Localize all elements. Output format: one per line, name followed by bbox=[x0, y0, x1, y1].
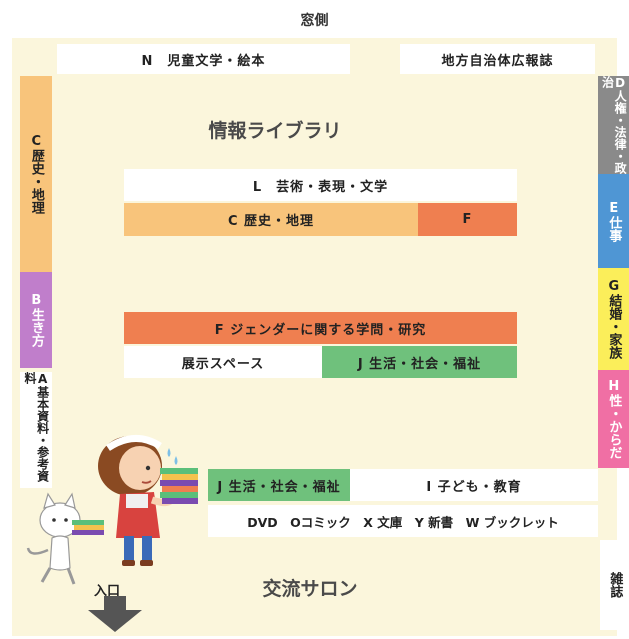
shelf-local-gov-bulletins[interactable]: 地方自治体広報誌 bbox=[400, 44, 595, 74]
book-stack-icon bbox=[160, 468, 198, 504]
shelf-history-geography-center[interactable]: C 歴史・地理 bbox=[124, 203, 418, 236]
cat-illustration bbox=[26, 492, 104, 585]
shelf-life-society-welfare-bottom[interactable]: J 生活・社会・福祉 bbox=[208, 469, 350, 501]
entrance-label: 入口 bbox=[94, 584, 121, 599]
shelf-gender-studies[interactable]: F ジェンダーに関する学問・研究 bbox=[124, 312, 517, 344]
librarian-face bbox=[119, 446, 161, 490]
shelf-life-society-welfare-center[interactable]: J 生活・社会・福祉 bbox=[322, 346, 517, 378]
shelf-children-literature[interactable]: N 児童文学・絵本 bbox=[57, 44, 350, 74]
shelf-dvd-comics-paperbacks[interactable]: DVD Oコミック X 文庫 Y 新書 W ブックレット bbox=[208, 505, 598, 537]
shelf-magazines[interactable]: 雑誌 bbox=[600, 540, 629, 630]
lounge-label: 交流サロン bbox=[262, 578, 358, 600]
shelf-way-of-life[interactable]: B生き方 bbox=[20, 272, 52, 368]
shelf-sexuality-body[interactable]: H性・からだ bbox=[598, 370, 629, 468]
shelf-arts-literature[interactable]: L 芸術・表現・文学 bbox=[124, 169, 517, 201]
window-side-label: 窓側 bbox=[300, 13, 329, 29]
shelf-work[interactable]: E仕事 bbox=[598, 174, 629, 268]
shelf-history-geography-wall[interactable]: C歴史・地理 bbox=[20, 76, 52, 272]
entrance-arrow-icon[interactable] bbox=[88, 596, 142, 632]
shelf-marriage-family[interactable]: G結婚・家族 bbox=[598, 268, 629, 370]
shelf-reference-materials[interactable]: A基本資料・参考資料 bbox=[20, 372, 52, 488]
library-title: 情報ライブラリ bbox=[208, 120, 342, 142]
shelf-gender-short[interactable]: F bbox=[418, 203, 517, 236]
shelf-children-education[interactable]: I 子ども・教育 bbox=[350, 469, 598, 501]
exhibit-space[interactable]: 展示スペース bbox=[124, 346, 322, 378]
shelf-human-rights-law[interactable]: D人権・法律・政治 bbox=[598, 76, 629, 174]
